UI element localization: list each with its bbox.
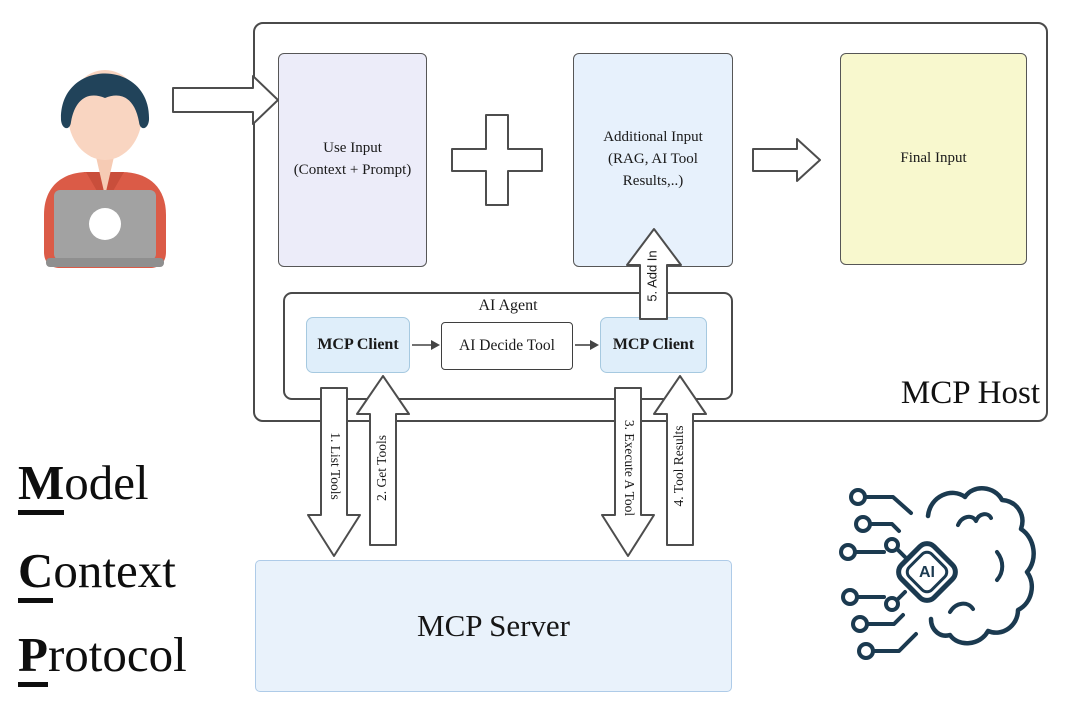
wordmark-protocol-rest: rotocol bbox=[47, 627, 187, 682]
wordmark-protocol: Protocol bbox=[18, 630, 187, 687]
mcp-client-right-box: MCP Client bbox=[600, 317, 707, 373]
list-tools-arrow-label: 1. List Tools bbox=[328, 432, 343, 499]
additional-input-line2: (RAG, AI Tool bbox=[608, 151, 698, 168]
brain-detail-mid bbox=[995, 550, 1005, 582]
wordmark-model-initial: M bbox=[18, 458, 65, 515]
ai-decide-tool-box: AI Decide Tool bbox=[441, 322, 573, 370]
wordmark-model-rest: odel bbox=[64, 455, 149, 510]
mcp-host-label: MCP Host bbox=[900, 375, 1040, 411]
additional-input-box: Additional Input (RAG, AI Tool Results,.… bbox=[573, 53, 733, 267]
wordmark-model: Model bbox=[18, 458, 149, 515]
wordmark-context-rest: ontext bbox=[53, 543, 176, 598]
ai-decide-tool-label: AI Decide Tool bbox=[459, 337, 555, 354]
person-user-icon bbox=[44, 70, 166, 268]
additional-input-line1: Additional Input bbox=[603, 129, 703, 146]
final-input-box: Final Input bbox=[840, 53, 1027, 265]
brain-outline bbox=[925, 486, 1036, 646]
use-input-line2: (Context + Prompt) bbox=[293, 162, 412, 178]
mcp-server-label: MCP Server bbox=[417, 608, 570, 643]
tool-results-arrow-label: 4. Tool Results bbox=[671, 426, 686, 507]
execute-tool-arrow-label: 3. Execute A Tool bbox=[622, 420, 637, 517]
wordmark-context: Context bbox=[18, 546, 176, 603]
mcp-client-left-box: MCP Client bbox=[306, 317, 410, 373]
ai-brain-circuit-icon: AI bbox=[839, 486, 1036, 660]
additional-input-line3: Results,..) bbox=[622, 172, 684, 189]
ai-agent-title: AI Agent bbox=[478, 297, 538, 314]
final-input-label: Final Input bbox=[900, 150, 967, 167]
use-input-box: Use Input (Context + Prompt) bbox=[278, 53, 427, 267]
wordmark-protocol-initial: P bbox=[18, 630, 48, 687]
mcp-server-box: MCP Server bbox=[255, 560, 732, 692]
ai-chip-label: AI bbox=[919, 564, 935, 581]
wordmark-context-initial: C bbox=[18, 546, 54, 603]
mcp-client-left-label: MCP Client bbox=[317, 336, 399, 353]
ai-agent-box bbox=[283, 292, 733, 400]
brain-detail-top bbox=[956, 512, 993, 527]
use-input-line1: Use Input bbox=[323, 140, 382, 157]
get-tools-arrow-label: 2. Get Tools bbox=[374, 435, 389, 501]
mcp-client-right-label: MCP Client bbox=[612, 336, 695, 353]
brain-detail-bottom bbox=[948, 601, 975, 614]
